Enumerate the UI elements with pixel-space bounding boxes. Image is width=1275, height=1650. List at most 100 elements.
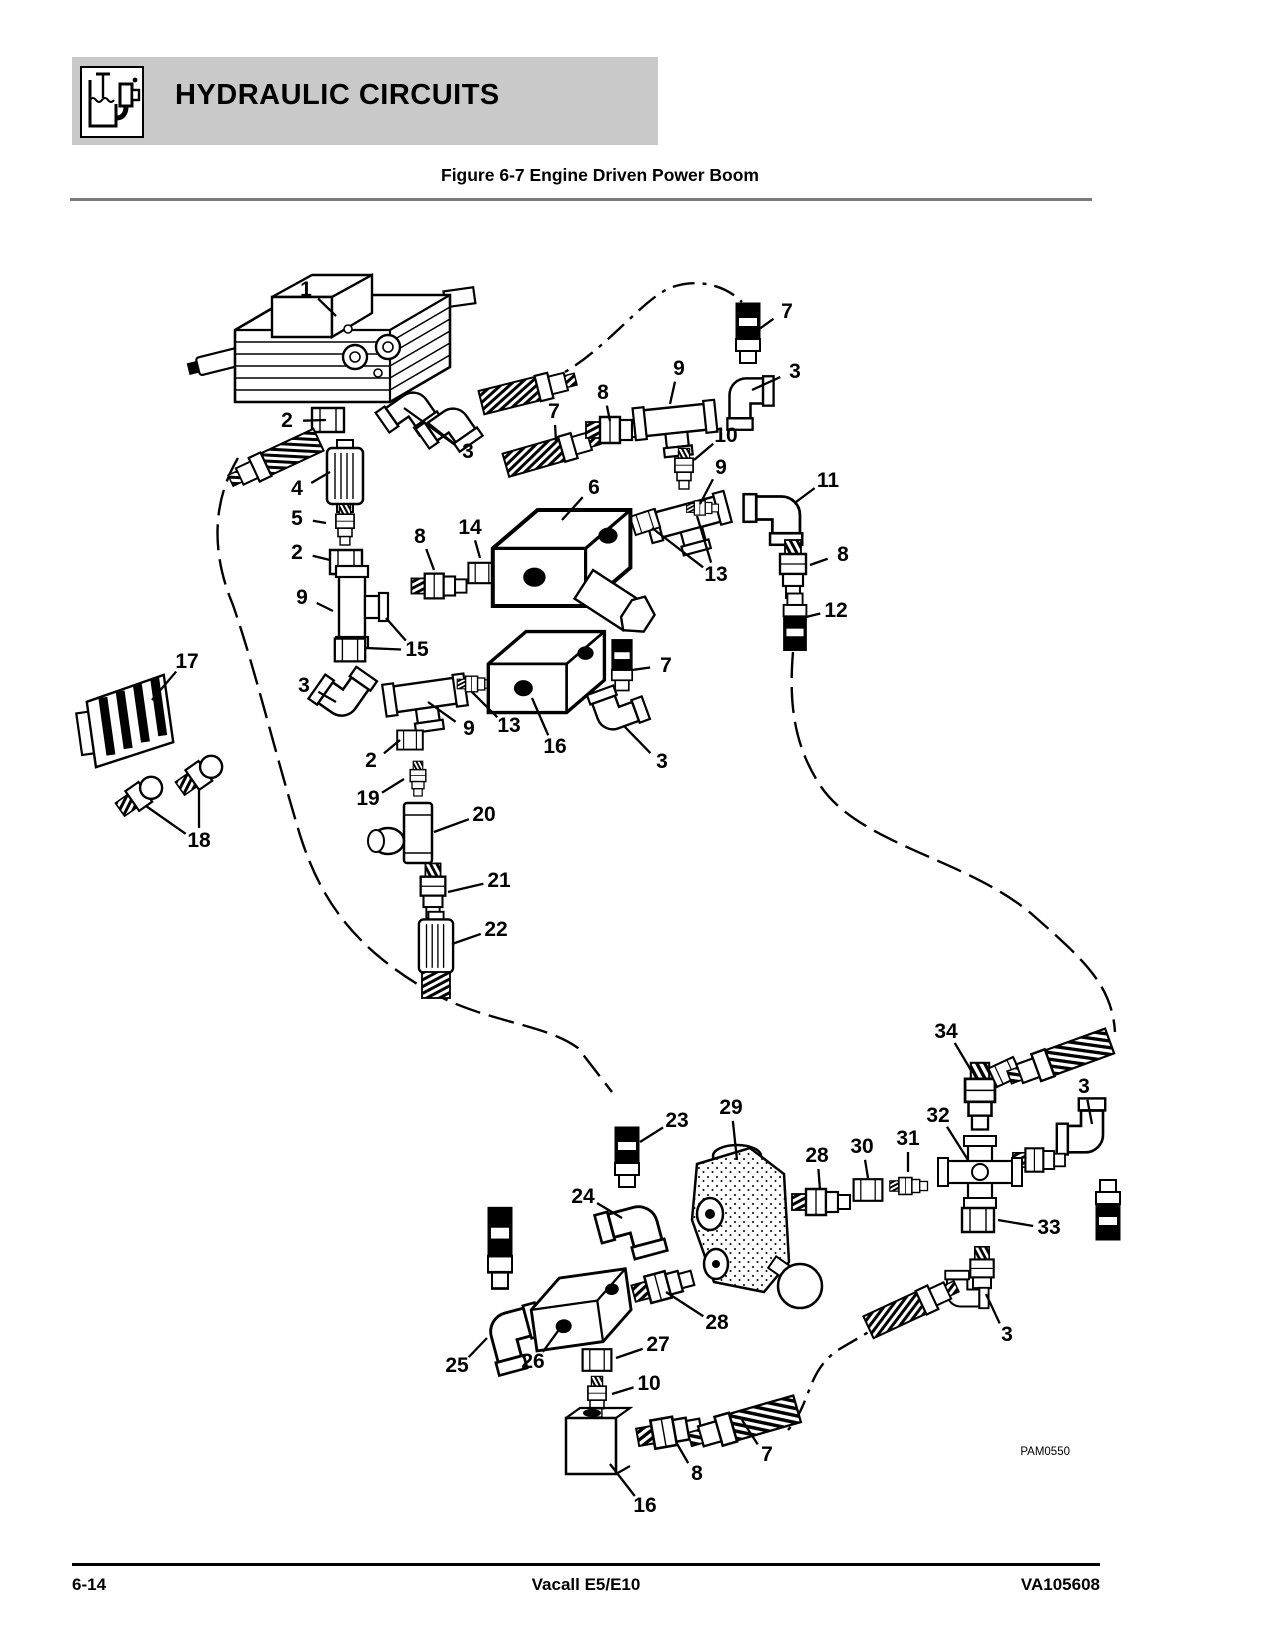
callout-leader: [605, 405, 612, 422]
callout-leader: [473, 540, 482, 559]
callout-2: 2: [281, 409, 293, 432]
callout-5: 5: [291, 507, 303, 530]
callout-9: 9: [715, 456, 727, 479]
callout-17: 17: [175, 650, 199, 673]
callout-leader: [946, 1126, 969, 1161]
callout-leader: [451, 932, 482, 946]
part-elbow: [742, 492, 804, 547]
part-hose-end: [1095, 1179, 1121, 1241]
callout-18: 18: [187, 829, 211, 852]
callout-leader: [151, 670, 178, 701]
callout-8: 8: [597, 381, 609, 404]
hose-route-top: [564, 282, 743, 374]
hose-route-bottom: [787, 1328, 873, 1431]
callout-3: 3: [462, 440, 474, 463]
footer-model: Vacall E5/E10: [531, 1575, 641, 1594]
callout-29: 29: [719, 1096, 743, 1119]
callout-leader: [312, 554, 331, 562]
callout-leader: [795, 487, 816, 503]
callout-leader: [302, 418, 327, 422]
callout-leader: [639, 1126, 664, 1143]
part-fitting: [628, 1263, 698, 1309]
callout-24: 24: [571, 1185, 595, 1208]
part-valve-block: [564, 1406, 634, 1476]
callout-8: 8: [414, 525, 426, 548]
callout-13: 13: [704, 563, 728, 586]
callout-3: 3: [789, 360, 801, 383]
part-hose-end: [861, 1273, 964, 1341]
callout-9: 9: [296, 586, 308, 609]
callout-26: 26: [521, 1350, 545, 1373]
callout-leader: [668, 381, 677, 405]
hydraulic-reservoir-icon: [80, 66, 144, 138]
title-rule: [70, 198, 1092, 201]
header-band: HYDRAULIC CIRCUITS: [72, 57, 658, 145]
callout-leader: [805, 612, 821, 619]
callout-leader: [997, 1218, 1034, 1228]
callout-3: 3: [656, 750, 668, 773]
callout-25: 25: [445, 1354, 469, 1377]
figure-title: Figure 6-7 Engine Driven Power Boom: [441, 165, 759, 185]
part-hose-end: [782, 592, 808, 652]
callout-leader: [425, 548, 436, 571]
callout-leader: [403, 407, 456, 446]
part-hose-end: [486, 1206, 514, 1290]
figure-code: PAM0550: [1020, 1446, 1070, 1458]
callout-leader: [381, 778, 405, 794]
callout-leader: [817, 1168, 822, 1191]
callout-leader: [365, 646, 402, 651]
callout-leader: [316, 601, 334, 613]
part-hose-end: [614, 1126, 640, 1188]
callout-leader: [863, 1159, 870, 1179]
part-valve-assembly: [186, 272, 477, 404]
callout-11: 11: [816, 469, 840, 492]
callout-leader: [467, 1337, 488, 1358]
part-fitting: [778, 538, 808, 600]
callout-16: 16: [543, 735, 567, 758]
callout-leaders: [145, 297, 1094, 1497]
callout-8: 8: [691, 1462, 703, 1485]
callout-33: 33: [1037, 1216, 1061, 1239]
callout-leader: [433, 818, 470, 834]
part-valve-block: [486, 629, 607, 715]
hose-route-left: [216, 457, 613, 1093]
callout-leader: [953, 1042, 973, 1073]
callout-8: 8: [837, 543, 849, 566]
footer-page-number: 6-14: [72, 1575, 107, 1594]
callout-leader: [809, 557, 829, 567]
footer-doc-number: VA105608: [1020, 1575, 1100, 1594]
callout-leader: [312, 519, 327, 525]
callout-10: 10: [714, 424, 738, 447]
callout-7: 7: [781, 300, 793, 323]
callout-14: 14: [458, 516, 482, 539]
callout-leader: [651, 527, 704, 569]
part-manifold-block: [493, 510, 656, 633]
callout-leader: [623, 725, 652, 754]
callout-3: 3: [298, 674, 310, 697]
part-check-valve: [366, 801, 434, 865]
callout-leader: [541, 1319, 567, 1353]
callout-leader: [427, 701, 457, 723]
callout-27: 27: [646, 1333, 670, 1356]
callout-leader: [984, 1293, 1001, 1324]
footer-rule: [72, 1563, 1100, 1566]
callout-3: 3: [1001, 1323, 1013, 1346]
callout-leader: [615, 1347, 644, 1360]
callout-leader: [609, 1463, 636, 1497]
callout-32: 32: [926, 1104, 950, 1127]
callout-21: 21: [487, 869, 511, 892]
callout-leader: [731, 1120, 739, 1161]
callout-leader: [310, 471, 331, 485]
page-title: HYDRAULIC CIRCUITS: [175, 79, 500, 111]
part-fitting: [889, 1176, 929, 1196]
part-fitting: [410, 572, 468, 600]
callout-2: 2: [291, 541, 303, 564]
callout-leader: [631, 666, 651, 672]
part-nut: [396, 729, 424, 751]
callout-23: 23: [665, 1109, 689, 1132]
callout-leader: [1086, 1099, 1094, 1125]
callout-9: 9: [673, 357, 685, 380]
hose-route-right: [790, 651, 1117, 1033]
callout-leader: [383, 739, 401, 755]
